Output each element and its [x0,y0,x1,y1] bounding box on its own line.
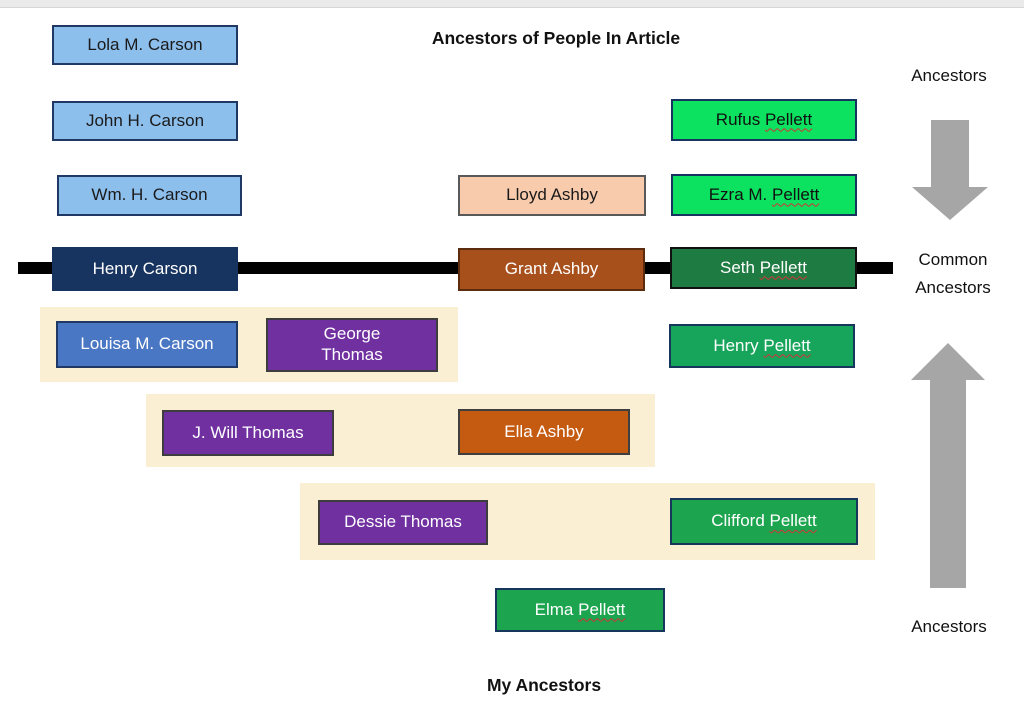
person-name: Henry Carson [92,258,198,278]
person-box-henry-carson: Henry Carson [52,247,238,291]
person-name: Ezra M. Pellett [708,184,820,204]
ancestors-label-bottom: Ancestors [911,617,987,636]
person-box-ezra-m-pellett: Ezra M. Pellett [671,174,857,216]
person-name: George Thomas [321,324,383,364]
person-box-seth-pellett: Seth Pellett [670,247,857,289]
person-name: Lloyd Ashby [506,185,598,205]
person-box-ella-ashby: Ella Ashby [458,409,630,455]
my-ancestors-label: My Ancestors [486,675,602,695]
person-name: Seth Pellett [720,257,807,277]
down-arrow-icon [912,120,988,220]
person-name: J. Will Thomas [192,422,304,442]
person-name: Lola M. Carson [87,34,203,54]
person-box-rufus-pellett: Rufus Pellett [671,99,857,141]
slide-title: Ancestors of People In Article [431,28,681,48]
person-box-elma-pellett: Elma Pellett [495,588,665,632]
person-box-dessie-thomas: Dessie Thomas [318,500,488,545]
person-name: Elma Pellett [534,599,626,619]
person-name: Dessie Thomas [344,512,462,532]
person-name: Henry Pellett [713,335,811,355]
person-box-lloyd-ashby: Lloyd Ashby [458,175,646,216]
person-box-j-will-thomas: J. Will Thomas [162,410,334,456]
person-box-henry-pellett: Henry Pellett [669,324,855,368]
person-name: Grant Ashby [504,259,599,279]
person-name: Wm. H. Carson [91,185,208,205]
person-box-wm-h-carson: Wm. H. Carson [57,175,242,216]
person-name: Clifford Pellett [711,511,817,531]
person-box-clifford-pellett: Clifford Pellett [670,498,858,545]
person-box-grant-ashby: Grant Ashby [458,248,645,291]
person-name: Rufus Pellett [715,109,813,129]
person-name: Louisa M. Carson [80,334,214,354]
person-box-louisa-m-carson: Louisa M. Carson [56,321,238,368]
window-top-strip [0,0,1024,8]
person-box-john-h-carson: John H. Carson [52,101,238,141]
person-box-lola-m-carson: Lola M. Carson [52,25,238,65]
up-arrow-icon [911,343,985,588]
person-name: John H. Carson [85,110,205,130]
ancestors-label-top: Ancestors [911,66,987,85]
person-name: Ella Ashby [504,421,584,441]
common-ancestors-label: Common Ancestors [915,250,991,297]
person-box-george-thomas: George Thomas [266,318,438,372]
